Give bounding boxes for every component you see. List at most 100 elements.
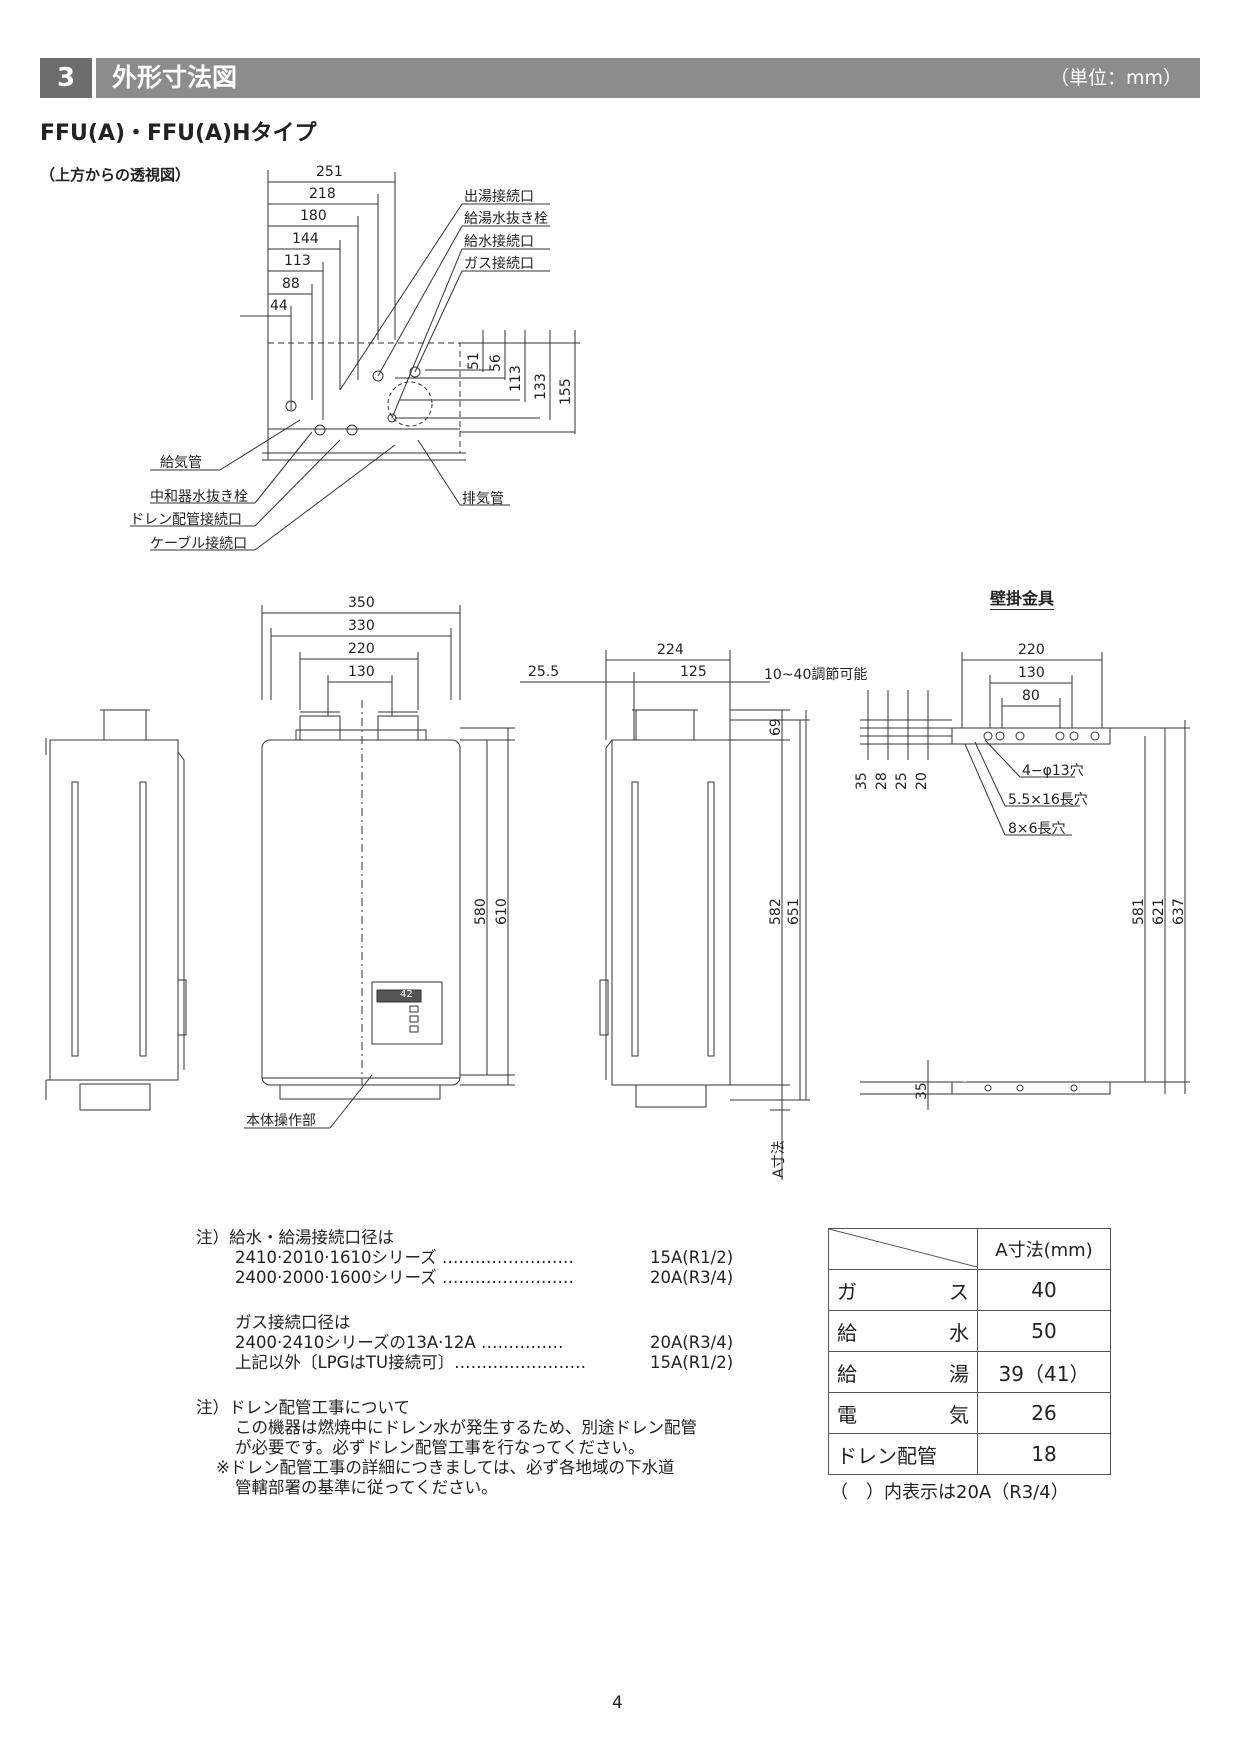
row-label-b: ス [949,1279,969,1304]
note-3-line-4: 管轄部署の基準に従ってください。 [235,1478,498,1497]
note-1-heading: 注）給水・給湯接続口径は [196,1228,394,1247]
top-dim-133: 133 [533,373,549,400]
bracket-dim-130: 130 [1018,665,1045,681]
label-drain-connection: ドレン配管接続口 [130,512,242,528]
front-dim-220: 220 [348,641,375,657]
top-dim-56: 56 [488,354,504,372]
note-2-heading: ガス接続口径は [235,1313,351,1332]
bracket-dim-80: 80 [1022,688,1040,704]
a-dimension-table: A寸法(mm) ガス 40 給水 50 給湯 39（41） 電気 26 ドレン配… [828,1228,1111,1475]
top-view-caption: （上方からの透視図） [40,166,191,184]
front-dim-330: 330 [348,618,375,634]
row-value: 26 [977,1392,1111,1434]
label-neutralizer-drain: 中和器水抜き栓 [150,489,248,505]
label-hot-water-outlet: 出湯接続口 [464,189,534,205]
note-2-row-2-value: 15A(R1/2) [650,1353,734,1372]
note-1-row-2-label: 2400·2000·1600シリーズ …………………… [235,1268,574,1287]
side-dim-582: 582 [768,898,784,925]
table-row: 電 気 26 [828,1392,1111,1434]
side-a-dimension: A寸法 [771,1140,787,1178]
unit-label: （単位：mm） [1049,67,1182,89]
table-header-a: A寸法(mm) [977,1228,1111,1270]
note-1-row-2-value: 20A(R3/4) [650,1268,734,1287]
bracket-slot-5-5x16: 5.5×16長穴 [1008,792,1088,808]
row-label-a: 給 [837,1361,857,1386]
row-label-a: ガ [837,1279,857,1304]
front-dim-610: 610 [494,898,510,925]
diagonal-line [829,1229,977,1267]
side-dim-25-5: 25.5 [528,664,560,680]
note-1-row-1-value: 15A(R1/2) [650,1248,734,1267]
bracket-dim-bottom-35: 35 [914,1082,930,1100]
note-3-line-1: この機器は燃焼中にドレン水が発生するため、別途ドレン配管 [235,1418,697,1437]
label-drain-plug: 給湯水抜き栓 [464,211,548,227]
note-2-row-1-label: 2400·2410シリーズの13A·12A …………… [235,1333,564,1352]
section-title: 外形寸法図 [112,63,238,92]
top-dim-218: 218 [309,186,336,202]
row-label-a: 給 [837,1320,857,1345]
label-cable-connection: ケーブル接続口 [150,536,248,552]
top-dim-144: 144 [292,231,319,247]
bracket-dim-621: 621 [1151,898,1167,925]
section-header: 3 外形寸法図 （単位：mm） [40,58,1200,98]
side-dim-224: 224 [657,642,684,658]
label-intake-pipe: 給気管 [160,455,202,471]
bracket-slot-8x6: 8×6長穴 [1008,821,1066,837]
bracket-dim-25: 25 [894,772,910,790]
bracket-dim-220: 220 [1018,642,1045,658]
label-control-panel: 本体操作部 [246,1113,316,1129]
label-gas-inlet: ガス接続口 [464,256,534,272]
page-number: 4 [612,1693,623,1713]
front-dim-130: 130 [348,664,375,680]
table-header-row: A寸法(mm) [828,1228,1111,1270]
top-dim-113-depth: 113 [508,365,524,392]
top-dim-251: 251 [316,164,343,180]
note-1-row-1-label: 2410·2010·1610シリーズ …………………… [235,1248,574,1267]
bracket-dim-28: 28 [874,772,890,790]
bracket-dim-35: 35 [854,772,870,790]
table-corner-cell [828,1228,978,1270]
note-3-line-3: ※ドレン配管工事の詳細につきましては、必ず各地域の下水道 [216,1458,675,1477]
front-dim-350: 350 [348,595,375,611]
side-dim-69: 69 [768,718,784,736]
top-dim-51: 51 [466,352,482,370]
table-row: 給 湯 39（41） [828,1351,1111,1393]
row-label-b: 水 [949,1320,969,1345]
bracket-hole-13: 4−φ13穴 [1022,763,1084,779]
table-row: 給 水 50 [828,1310,1111,1352]
row-label-a: 電 [837,1402,857,1427]
table-row: ドレン配管 18 [828,1433,1111,1475]
side-dim-125: 125 [680,664,707,680]
side-dim-651: 651 [786,898,802,925]
top-dim-155: 155 [558,378,574,405]
note-2-row-2-label: 上記以外〔LPGはTU接続可〕…………………… [235,1353,587,1372]
bracket-dim-581: 581 [1131,898,1147,925]
note-3-line-2: が必要です。必ずドレン配管工事を行なってください。 [235,1438,645,1457]
note-2-row-1-value: 20A(R3/4) [650,1333,734,1352]
row-value: 18 [977,1433,1111,1475]
note-3-heading: 注）ドレン配管工事について [196,1398,411,1417]
top-dim-88: 88 [282,276,300,292]
front-dim-580: 580 [473,898,489,925]
label-exhaust-pipe: 排気管 [462,491,504,507]
row-value: 50 [977,1310,1111,1352]
top-dim-180: 180 [300,208,327,224]
side-adjustable: 10~40調節可能 [764,667,868,683]
section-number: 3 [40,58,92,98]
row-value: 39（41） [977,1351,1111,1393]
model-type-title: FFU(A)・FFU(A)Hタイプ [40,121,317,146]
row-label-b: 気 [949,1402,969,1427]
table-row: ガ ス 40 [828,1269,1111,1311]
top-dim-113: 113 [284,253,311,269]
label-water-inlet: 給水接続口 [464,234,534,250]
row-value: 40 [977,1269,1111,1311]
panel-display: 42 [400,989,413,1000]
bracket-dim-637: 637 [1171,898,1187,925]
top-dim-44: 44 [270,298,288,314]
bracket-dim-20: 20 [914,772,930,790]
row-label-b: 湯 [949,1361,969,1386]
bracket-title: 壁掛金具 [990,585,1055,610]
table-footnote: （ ）内表示は20A（R3/4） [830,1482,1069,1503]
row-label-a: ドレン配管 [837,1443,937,1468]
